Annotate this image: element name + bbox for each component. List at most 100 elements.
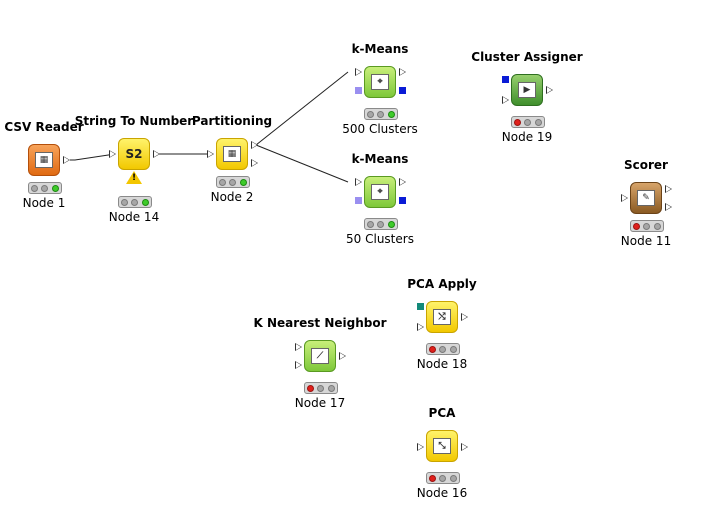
output-port-first[interactable] — [665, 185, 672, 193]
node-pca-apply[interactable]: PCA Apply ⤭ Node 18 — [402, 277, 482, 387]
status-light — [229, 178, 237, 186]
node-label[interactable]: 500 Clusters — [342, 122, 418, 136]
status-traffic-light — [28, 182, 62, 194]
node-string-to-number[interactable]: String To Number S2 ! Node 14 — [75, 114, 193, 224]
output-port[interactable] — [461, 313, 468, 321]
input-port[interactable] — [355, 178, 362, 186]
node-label[interactable]: 50 Clusters — [346, 232, 414, 246]
model-input-port[interactable] — [355, 197, 362, 204]
status-light — [450, 345, 458, 353]
input-port[interactable] — [417, 443, 424, 451]
status-light-green — [388, 220, 396, 228]
output-port[interactable] — [546, 86, 553, 94]
node-label[interactable]: Node 16 — [416, 486, 468, 500]
status-light-red — [428, 474, 436, 482]
pca-model-input-port[interactable] — [417, 303, 424, 310]
table-icon[interactable]: ▦ — [28, 144, 60, 176]
warning-mark: ! — [132, 173, 137, 183]
warning-icon[interactable]: ! — [126, 171, 142, 184]
output-port[interactable] — [339, 352, 346, 360]
status-traffic-light — [426, 343, 460, 355]
node-label[interactable]: Node 1 — [22, 196, 66, 210]
node-title: PCA Apply — [407, 277, 477, 291]
scorer-glyph-icon: ✎ — [637, 190, 655, 206]
output-port-second[interactable] — [665, 203, 672, 211]
node-label[interactable]: Node 11 — [620, 234, 672, 248]
connection-partitioning-to-kmeans50[interactable] — [255, 144, 349, 183]
pca-glyph-icon: ⤡ — [433, 438, 451, 454]
knn-glyph-icon: ⟋ — [311, 348, 329, 364]
status-traffic-light — [304, 382, 338, 394]
input-port[interactable] — [109, 150, 116, 158]
status-light — [41, 184, 49, 192]
status-light-red — [428, 345, 436, 353]
model-output-port[interactable] — [399, 197, 406, 204]
status-light — [524, 118, 532, 126]
output-port[interactable] — [399, 178, 406, 186]
s2-text: S2 — [125, 147, 143, 161]
pca-icon[interactable]: ⤡ — [426, 430, 458, 462]
connection-partitioning-to-kmeans500[interactable] — [255, 71, 349, 146]
status-light-green — [52, 184, 60, 192]
output-port[interactable] — [63, 156, 70, 164]
table-glyph-icon: ▦ — [223, 146, 241, 162]
table-icon[interactable]: ▦ — [216, 138, 248, 170]
node-label[interactable]: Node 18 — [416, 357, 468, 371]
status-light — [366, 110, 374, 118]
status-light — [377, 220, 385, 228]
status-light-red — [632, 222, 640, 230]
node-partitioning[interactable]: Partitioning ▦ Node 2 — [192, 114, 272, 224]
output-port[interactable] — [461, 443, 468, 451]
connection-csv-to-string[interactable] — [70, 153, 116, 161]
knn-icon[interactable]: ⟋ — [304, 340, 336, 372]
scorer-icon[interactable]: ✎ — [630, 182, 662, 214]
cluster-glyph-icon: ⌖ — [371, 184, 389, 200]
cluster-icon[interactable]: ⌖ — [364, 66, 396, 98]
status-traffic-light — [426, 472, 460, 484]
node-k-nearest-neighbor[interactable]: K Nearest Neighbor ⟋ Node 17 — [253, 316, 386, 426]
s2-convert-icon[interactable]: S2 — [118, 138, 150, 170]
status-light — [377, 110, 385, 118]
input-port[interactable] — [417, 323, 424, 331]
node-csv-reader[interactable]: CSV Reader ▦ Node 1 — [4, 120, 84, 230]
node-label[interactable]: Node 17 — [294, 396, 346, 410]
input-port[interactable] — [207, 150, 214, 158]
input-port-second[interactable] — [295, 361, 302, 369]
output-port-second[interactable] — [251, 159, 258, 167]
node-kmeans-500[interactable]: k-Means ⌖ 500 Clusters — [340, 42, 420, 152]
node-label[interactable]: Node 2 — [210, 190, 254, 204]
status-traffic-light — [511, 116, 545, 128]
status-traffic-light — [630, 220, 664, 232]
pca-apply-glyph-icon: ⤭ — [433, 309, 451, 325]
node-kmeans-50[interactable]: k-Means ⌖ 50 Clusters — [340, 152, 420, 262]
cluster-icon[interactable]: ⌖ — [364, 176, 396, 208]
node-label[interactable]: Node 14 — [108, 210, 160, 224]
node-title: Partitioning — [191, 114, 273, 128]
model-output-port[interactable] — [399, 87, 406, 94]
input-port[interactable] — [502, 96, 509, 104]
node-pca[interactable]: PCA ⤡ Node 16 — [402, 406, 482, 516]
node-cluster-assigner[interactable]: Cluster Assigner ▶ Node 19 — [471, 50, 582, 160]
status-light-green — [388, 110, 396, 118]
pca-apply-icon[interactable]: ⤭ — [426, 301, 458, 333]
input-port[interactable] — [355, 68, 362, 76]
status-light-red — [513, 118, 521, 126]
input-port[interactable] — [621, 194, 628, 202]
status-light — [535, 118, 543, 126]
output-port-first[interactable] — [251, 141, 258, 149]
node-label[interactable]: Node 19 — [501, 130, 553, 144]
status-light-green — [142, 198, 150, 206]
model-input-port[interactable] — [502, 76, 509, 83]
model-input-port[interactable] — [355, 87, 362, 94]
input-port-first[interactable] — [295, 343, 302, 351]
assign-icon[interactable]: ▶ — [511, 74, 543, 106]
status-traffic-light — [216, 176, 250, 188]
node-scorer[interactable]: Scorer ✎ Node 11 — [606, 158, 686, 268]
status-light-red — [306, 384, 314, 392]
status-light — [317, 384, 325, 392]
output-port[interactable] — [153, 150, 160, 158]
status-light — [30, 184, 38, 192]
node-title: String To Number — [74, 114, 194, 128]
output-port[interactable] — [399, 68, 406, 76]
